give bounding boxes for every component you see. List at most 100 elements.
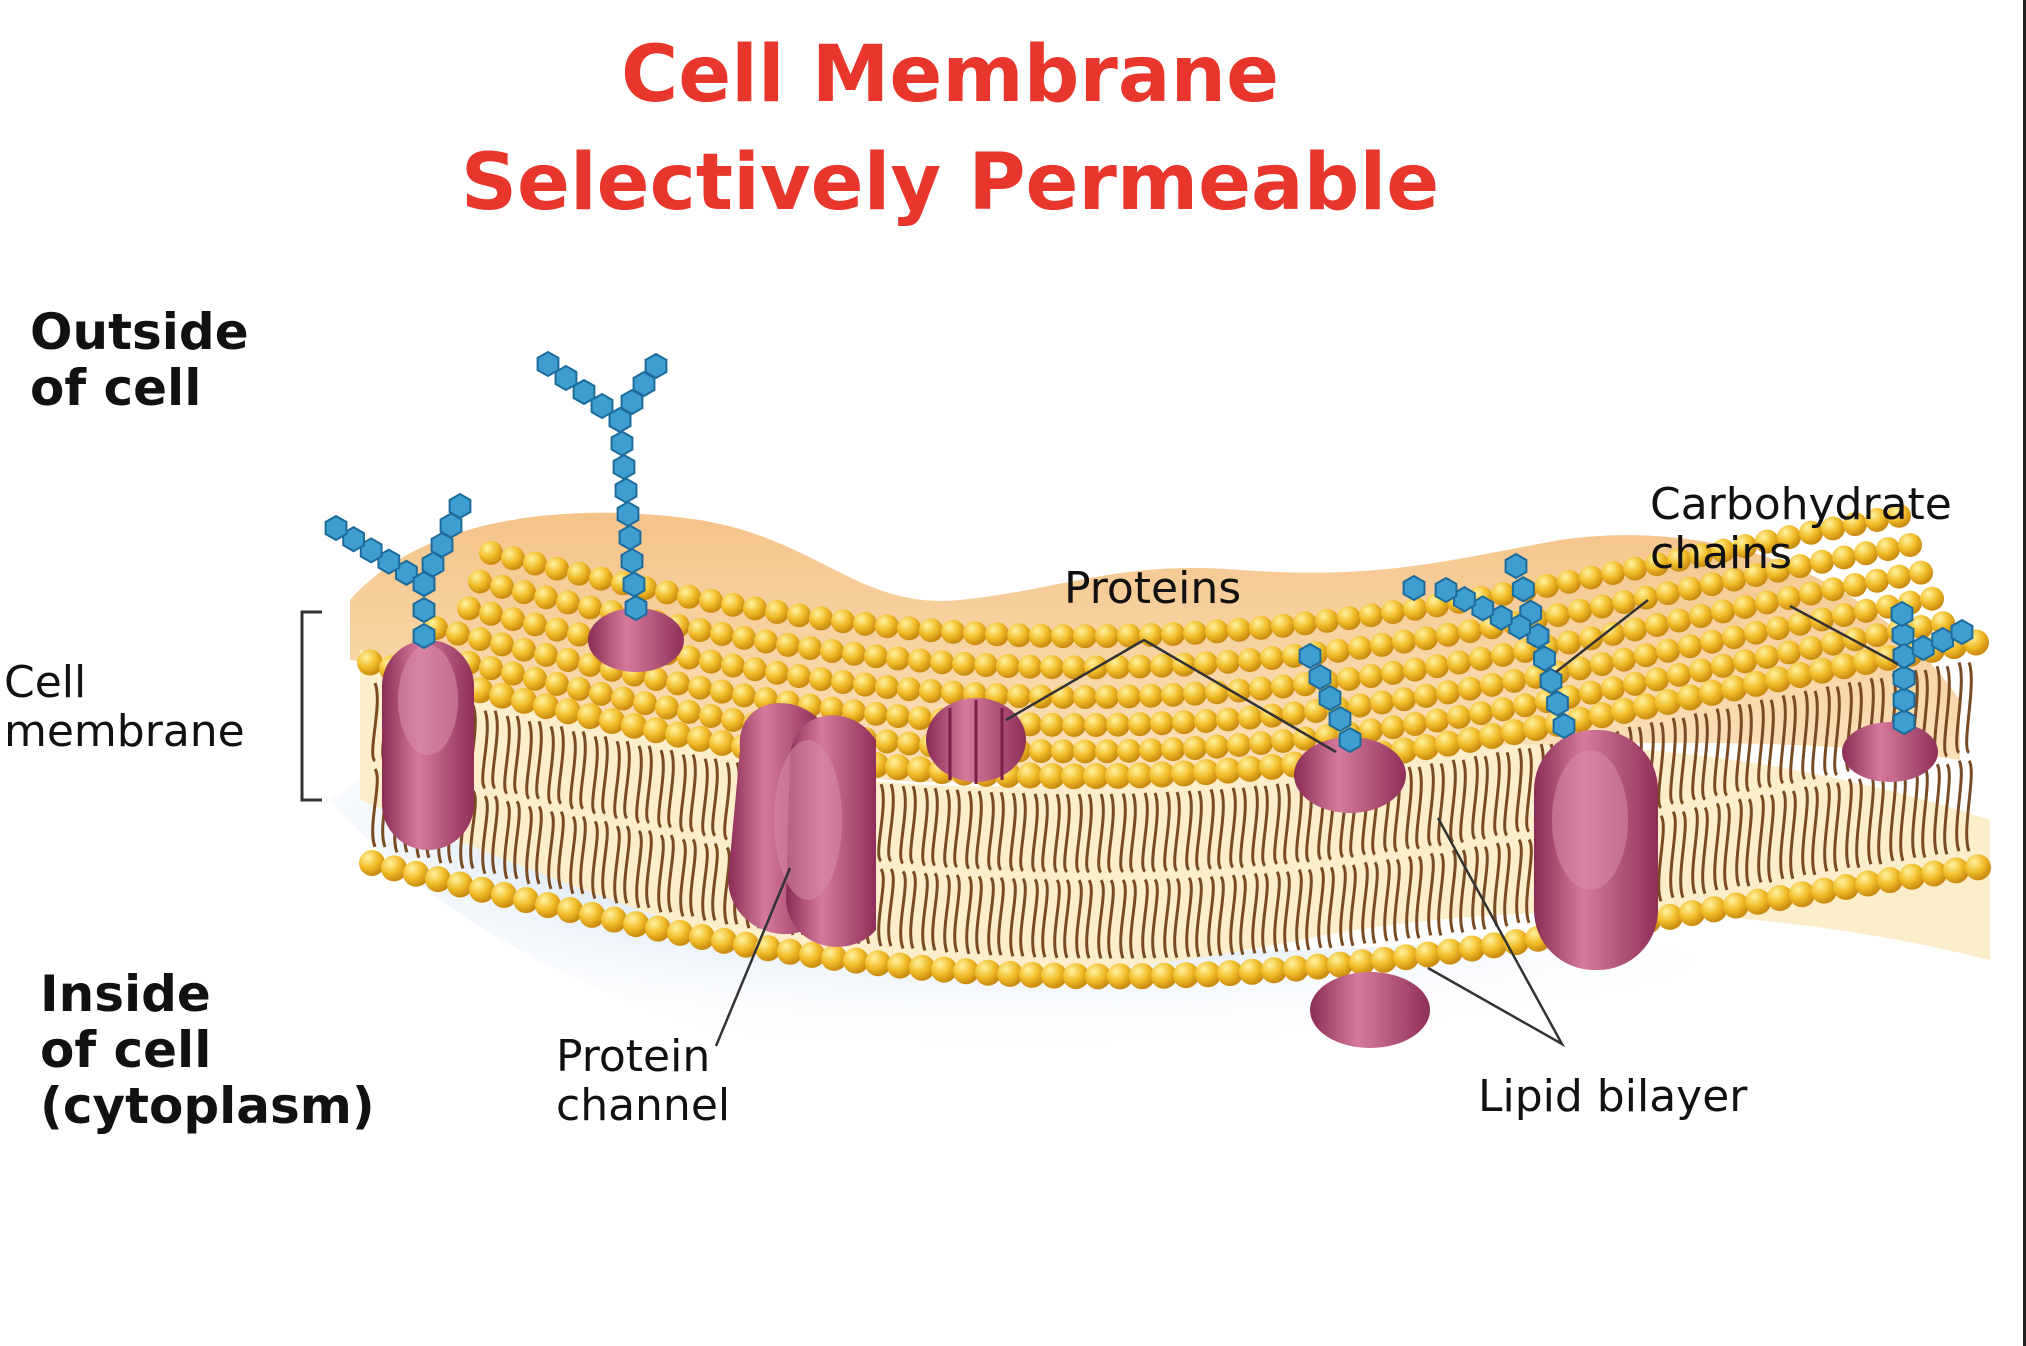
lipid-head — [1073, 685, 1097, 710]
lipid-head — [953, 958, 979, 985]
lipid-tail — [1657, 814, 1665, 902]
lipid-tail — [723, 846, 731, 925]
lipid-head — [1039, 763, 1065, 790]
lipid-head — [765, 660, 789, 685]
lipid-head — [1645, 667, 1669, 692]
lipid-head — [732, 625, 756, 650]
lipid-head — [1447, 650, 1471, 675]
lipid-tail — [667, 749, 675, 829]
lipid-head — [1579, 626, 1603, 651]
lipid-head — [1711, 538, 1735, 563]
lipid-head — [1413, 734, 1439, 761]
lipid-tail — [1767, 699, 1775, 789]
lipid-head — [733, 931, 759, 958]
lipid-head — [721, 592, 745, 617]
lipid-head — [963, 621, 987, 646]
lipid-head — [1809, 657, 1835, 684]
lipid-head — [1568, 598, 1592, 623]
lipid-tail — [1229, 874, 1237, 956]
lipid-tail — [1735, 703, 1743, 793]
lipid-head — [952, 651, 976, 676]
lipid-tail — [1273, 783, 1281, 865]
lipid-tail — [1723, 802, 1731, 891]
peripheral-protein-top — [588, 608, 684, 672]
lipid-tail — [1471, 755, 1479, 840]
lipid-tail — [1713, 802, 1721, 891]
lipid-tail — [965, 790, 973, 870]
lipid-tail — [921, 787, 929, 867]
lipid-tail — [503, 800, 511, 880]
lipid-head — [843, 947, 869, 974]
lipid-tail — [1053, 793, 1061, 874]
lipid-head — [1865, 568, 1889, 593]
protein-channel — [728, 703, 876, 947]
lipid-tail — [645, 745, 653, 824]
lipid-head — [1183, 736, 1207, 761]
lipid-head — [1479, 723, 1505, 750]
lipid-tail — [371, 682, 379, 763]
lipid-head — [1215, 757, 1241, 784]
surface-protein-center — [1294, 737, 1406, 813]
lipid-head — [1437, 938, 1463, 965]
lipid-head — [1865, 623, 1889, 648]
lipid-tail — [1437, 762, 1445, 847]
lipid-head — [535, 892, 561, 919]
lipid-head — [1151, 962, 1177, 989]
lipid-head — [425, 866, 451, 893]
lipid-tail — [645, 829, 653, 909]
lipid-tail — [909, 870, 917, 949]
lipid-head — [1655, 688, 1681, 715]
lipid-head — [623, 911, 649, 938]
lipid-tail — [1405, 766, 1413, 850]
lipid-head — [1381, 660, 1405, 685]
lipid-tail — [547, 810, 555, 890]
lipid-head — [1161, 737, 1185, 762]
lipid-tail — [503, 715, 511, 795]
lipid-head — [1139, 738, 1163, 763]
lipid-head — [1899, 863, 1925, 890]
lipid-head — [1700, 629, 1724, 654]
lipid-head — [1435, 730, 1461, 757]
lipid-head — [1766, 616, 1790, 641]
lipid-tail — [689, 753, 697, 833]
lipid-tail — [1823, 782, 1831, 872]
lipid-tail — [701, 842, 709, 921]
lipid-head — [1799, 581, 1823, 606]
lipid-head — [1447, 704, 1471, 729]
lipid-head — [1701, 896, 1727, 923]
lipid-tail — [1053, 879, 1061, 959]
lipid-tail — [1833, 686, 1841, 777]
sugar-unit — [1546, 690, 1569, 717]
lipid-tail — [667, 834, 675, 913]
lipid-head — [1931, 611, 1955, 636]
sugar-unit — [1890, 600, 1914, 628]
lipid-head — [853, 672, 877, 697]
lipid-head — [919, 618, 943, 643]
lipid-head — [1612, 590, 1636, 615]
lipid-tail — [1339, 864, 1347, 947]
lipid-head — [1843, 572, 1867, 597]
lipid-head — [578, 652, 602, 677]
lipid-tail — [943, 789, 951, 869]
lipid-head — [1062, 713, 1086, 738]
lipid-tail — [1965, 759, 1973, 852]
lipid-head — [1667, 662, 1691, 687]
lipid-head — [357, 649, 383, 676]
lipid-head — [1821, 577, 1845, 602]
sugar-unit — [412, 570, 436, 598]
lipid-tail — [1427, 762, 1435, 847]
lipid-head — [1601, 621, 1625, 646]
lipid-head — [919, 679, 943, 704]
lipid-head — [1259, 753, 1285, 780]
lipid-head — [842, 641, 866, 666]
lipid-tail — [877, 783, 885, 863]
lipid-head — [1019, 961, 1045, 988]
lipid-head — [1765, 666, 1791, 693]
lipid-tail — [1481, 755, 1489, 840]
lipid-head — [820, 639, 844, 664]
lipid-head — [1381, 600, 1405, 625]
lipid-head — [677, 645, 701, 670]
lipid-head — [875, 614, 899, 639]
lipid-head — [1436, 622, 1460, 647]
